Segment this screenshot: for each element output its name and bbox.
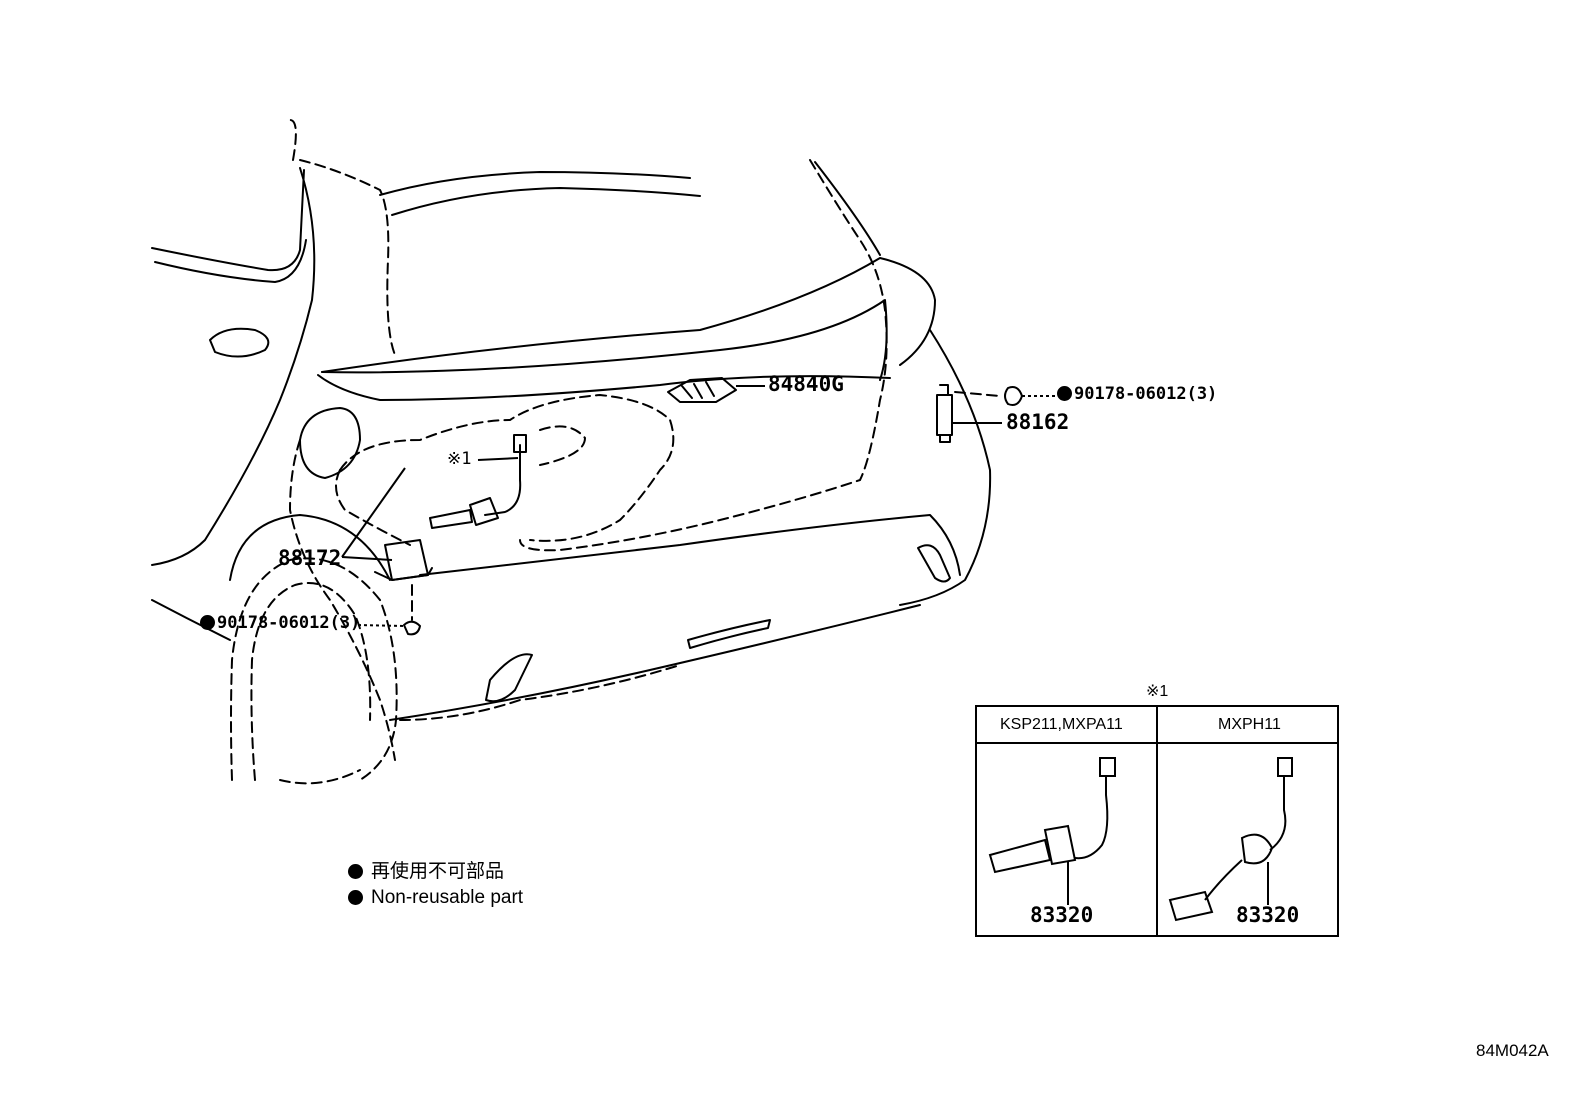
- rear-body-right: [899, 329, 992, 606]
- dashed-bumper: [399, 664, 681, 721]
- side-window-inner: [154, 239, 307, 283]
- non-reusable-dot-icon: [200, 615, 215, 630]
- dashed-inner-panel: [339, 393, 675, 542]
- spoiler: [321, 257, 936, 373]
- inset-right-box: [1168, 890, 1214, 922]
- rear-window-top: [379, 171, 691, 196]
- part-label-bolt-left: 90178-06012(3): [200, 615, 360, 632]
- non-reusable-dot-icon: [1057, 386, 1072, 401]
- wheel-arch-solid: [229, 514, 391, 581]
- tail-light-strip: [317, 374, 891, 401]
- inset-box: [975, 705, 1339, 937]
- spoiler-lower: [321, 299, 888, 381]
- legend-en-text: Non-reusable part: [371, 887, 524, 908]
- body-side-line: [151, 167, 316, 566]
- inset-col-right-header: MXPH11: [1218, 716, 1281, 733]
- inset-col-left-header: KSP211,MXPA11: [1000, 716, 1123, 733]
- dashed-oval: [539, 425, 587, 466]
- dashed-wheel-inner: [250, 582, 372, 781]
- dashed-leader-88162-clip: [954, 391, 1001, 397]
- side-window-outline: [151, 169, 305, 272]
- dashed-roof: [289, 119, 396, 356]
- inset-right-cable: [1204, 859, 1243, 901]
- wire-connector-top: [513, 434, 527, 453]
- bolt-right-number: 90178-06012(3): [1074, 384, 1218, 404]
- fuel-lid: [299, 407, 361, 479]
- part-label-88172: 88172: [278, 546, 342, 570]
- inset-right-clamp: [1240, 833, 1274, 865]
- wire-plug: [429, 497, 499, 529]
- bolt-left-head: [403, 620, 421, 636]
- inset-right-wire: [1269, 776, 1287, 851]
- inset-left-connector: [1099, 757, 1116, 777]
- bumper-lower: [389, 604, 921, 721]
- dashed-rear-body: [288, 439, 396, 761]
- antenna-84840g-detail: [681, 381, 715, 399]
- leader-ref1: [477, 457, 519, 461]
- inset-col-right-part: 83320: [1236, 903, 1300, 927]
- legend-dot-icon: [348, 864, 363, 879]
- part-label-84840g: 84840G: [768, 372, 844, 396]
- bolt-left-number: 90178-06012(3): [217, 613, 361, 633]
- dashed-wheel-outer: [230, 557, 398, 781]
- bumper-upper: [419, 514, 961, 576]
- inset-title: ※1: [1146, 683, 1169, 700]
- rear-window-top-inner: [391, 187, 701, 216]
- legend-jp: 再使用不可部品: [348, 862, 504, 881]
- hatch-right-edge: [814, 161, 881, 256]
- legend-jp-text: 再使用不可部品: [371, 861, 505, 882]
- module-88172-flange: [374, 567, 433, 581]
- dashed-wheel-bottom: [279, 769, 361, 785]
- legend-en: Non-reusable part: [348, 888, 523, 907]
- left-reflector: [485, 653, 533, 703]
- right-reflector: [917, 544, 951, 583]
- inset-left-plug: [988, 838, 1052, 874]
- inset-left-clamp: [1043, 824, 1077, 866]
- door-handle: [209, 327, 270, 358]
- part-label-88162: 88162: [1006, 410, 1070, 434]
- reference-mark-1: ※1: [447, 449, 472, 469]
- leader-bolt-left: [357, 624, 405, 627]
- part-label-bolt-right: 90178-06012(3): [1057, 386, 1217, 403]
- leader-88172-diag: [341, 467, 406, 558]
- inset-right-connector: [1277, 757, 1293, 777]
- inset-col-left-part: 83320: [1030, 903, 1094, 927]
- wire-harness: [484, 444, 522, 516]
- sensor-88162-body: [936, 394, 953, 436]
- dashed-hatch-outline: [519, 159, 888, 552]
- sensor-88162-top: [939, 384, 951, 443]
- dashed-panel-left: [335, 469, 411, 546]
- inset-left-wire: [1074, 776, 1109, 860]
- clip-right: [1004, 386, 1023, 406]
- antenna-84840g: [667, 377, 737, 403]
- diagram-code: 84M042A: [1476, 1041, 1549, 1060]
- leader-88172: [341, 556, 393, 561]
- legend-dot-icon: [348, 890, 363, 905]
- bumper-bottom-slot: [687, 619, 771, 649]
- body-side-lower: [151, 599, 231, 641]
